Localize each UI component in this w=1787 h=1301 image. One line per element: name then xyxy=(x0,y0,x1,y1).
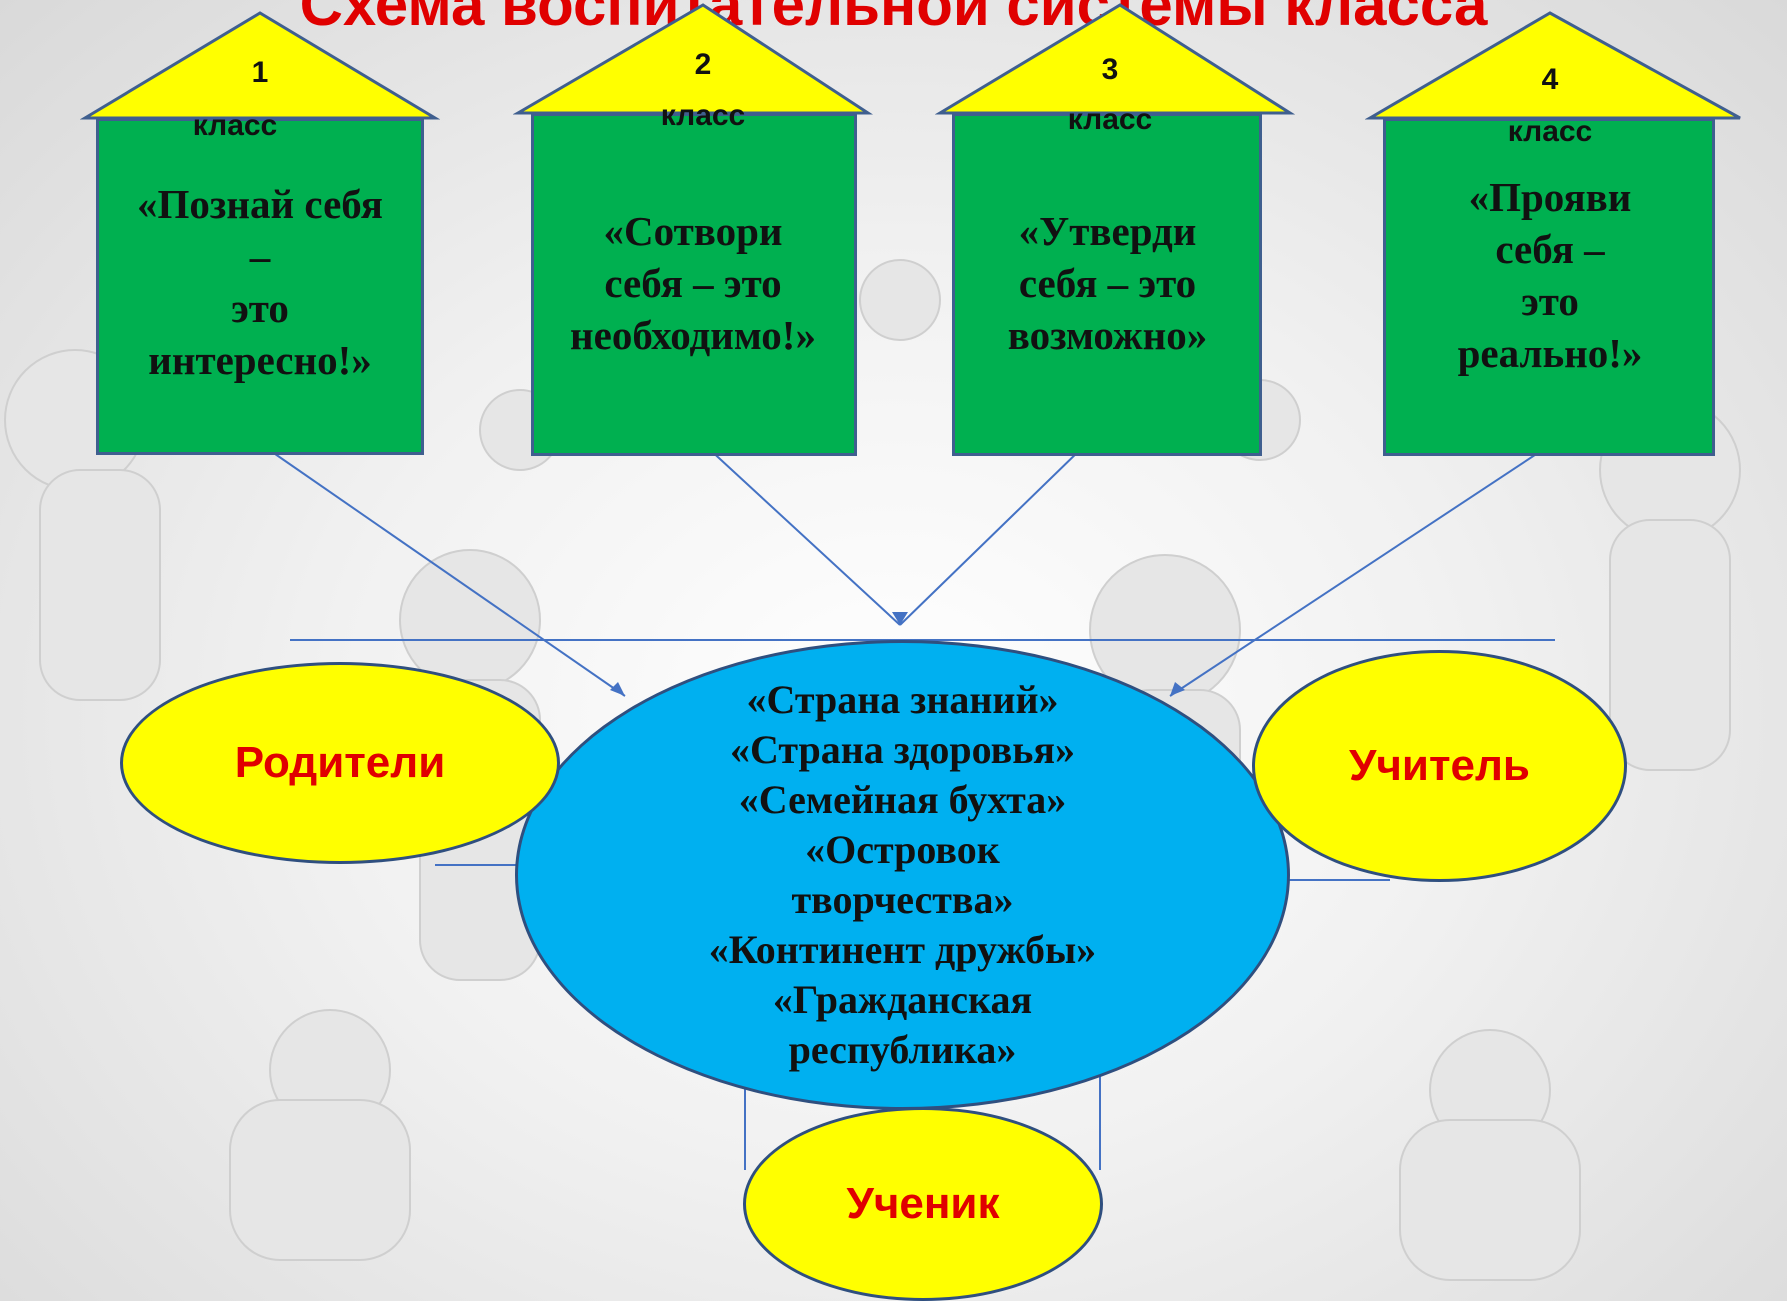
house-body-1 xyxy=(96,118,424,455)
house-motto-3: «Утверди себя – это возможно» xyxy=(935,205,1280,361)
motto-line: себя – это xyxy=(604,260,782,306)
house-body-4 xyxy=(1383,118,1715,456)
house-body-2 xyxy=(531,113,857,456)
parents-label: Родители xyxy=(234,738,446,787)
grade-number-2: 2 xyxy=(694,48,712,81)
student-oval: Ученик xyxy=(743,1107,1103,1301)
house-grade-2: 2 класс «Сотвори себя – это необходимо!» xyxy=(513,0,873,456)
motto-line: интересно!» xyxy=(148,337,372,383)
grade-word-4: класс xyxy=(1507,115,1593,148)
grade-word-2: класс xyxy=(660,99,746,132)
grade-word-3: класс xyxy=(1067,103,1153,136)
house-grade-4: 4 класс «Прояви себя – это реально!» xyxy=(1365,8,1745,456)
motto-line: это xyxy=(1521,278,1579,324)
grade-number-4: 4 xyxy=(1541,63,1559,96)
motto-line: «Утверди xyxy=(1018,208,1197,254)
activity-item: «Континент дружбы» xyxy=(708,927,1097,972)
diagram-title: Схема воспитательной системы класса xyxy=(299,0,1488,38)
motto-line: реально!» xyxy=(1457,330,1643,376)
house-motto-2: «Сотвори себя – это необходимо!» xyxy=(513,205,873,361)
motto-line: необходимо!» xyxy=(570,312,816,358)
activity-item: республика» xyxy=(788,1027,1017,1072)
grade-number-3: 3 xyxy=(1101,53,1119,86)
activity-item: «Гражданская xyxy=(772,977,1033,1022)
teacher-label: Учитель xyxy=(1349,741,1530,790)
motto-line: «Прояви xyxy=(1468,174,1632,220)
activity-item: «Страна здоровья» xyxy=(729,727,1075,772)
house-grade-3: 3 класс «Утверди себя – это возможно» xyxy=(935,0,1295,456)
house-motto-4: «Прояви себя – это реально!» xyxy=(1365,171,1735,379)
motto-line: – xyxy=(249,233,271,279)
house-body-3 xyxy=(952,113,1262,456)
motto-line: себя – xyxy=(1495,226,1605,272)
house-grade-1: 1 класс «Познай себя – это интересно!» xyxy=(80,8,440,456)
activity-item: «Страна знаний» xyxy=(746,677,1059,722)
motto-line: «Познай себя xyxy=(137,181,383,227)
activity-item: «Островок xyxy=(805,827,1000,872)
center-activities-oval: «Страна знаний» «Страна здоровья» «Семей… xyxy=(515,640,1290,1110)
parents-oval: Родители xyxy=(120,662,560,864)
activity-item: творчества» xyxy=(791,877,1014,922)
motto-line: это xyxy=(231,285,289,331)
motto-line: себя – это xyxy=(1018,260,1197,306)
activities-list: «Страна знаний» «Страна здоровья» «Семей… xyxy=(709,675,1096,1075)
motto-line: «Сотвори xyxy=(603,208,783,254)
teacher-oval: Учитель xyxy=(1252,650,1627,882)
grade-number-1: 1 xyxy=(251,56,269,89)
student-label: Ученик xyxy=(846,1179,1000,1228)
house-motto-1: «Познай себя – это интересно!» xyxy=(80,178,440,386)
activity-item: «Семейная бухта» xyxy=(738,777,1067,822)
grade-word-1: класс xyxy=(192,109,278,142)
motto-line: возможно» xyxy=(1007,312,1208,358)
